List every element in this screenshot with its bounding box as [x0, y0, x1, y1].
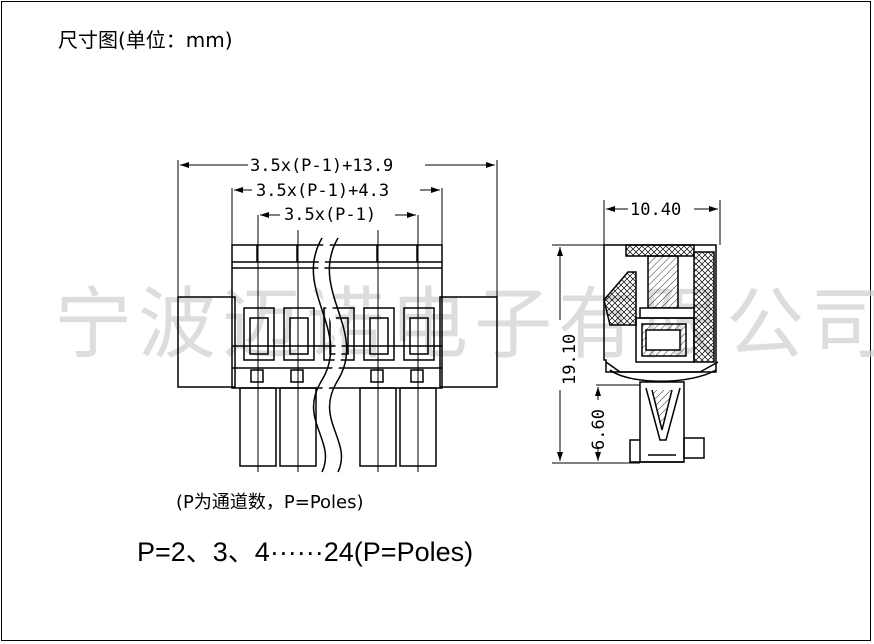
pin-tabs [250, 369, 424, 383]
housing-body [231, 244, 443, 389]
side-view [603, 244, 719, 463]
dim-pitch-width: 3.5x(P-1) [284, 205, 376, 225]
front-view [177, 215, 498, 474]
drawing-title: 尺寸图(单位：mm) [58, 28, 233, 52]
dim-side-width: 10.40 [630, 200, 681, 220]
dim-middle-width: 3.5x(P-1)+4.3 [256, 181, 389, 201]
right-flange [439, 296, 498, 388]
left-flange [177, 296, 236, 388]
company-watermark: 宁波迈诺电子有限公司 [54, 280, 874, 370]
dim-pin-length: 6.60 [589, 409, 609, 450]
poles-note: (P为通道数，P=Poles) [176, 492, 364, 513]
terminal-legs [239, 387, 437, 467]
side-dimensions [552, 200, 721, 464]
top-ribs [256, 245, 418, 262]
dim-side-height: 19.10 [560, 334, 580, 385]
poles-formula: P=2、3、4······24(P=Poles) [137, 537, 474, 567]
front-dimensions [177, 160, 498, 297]
pin-centerlines [257, 215, 419, 472]
dim-overall-width: 3.5x(P-1)+13.9 [250, 156, 393, 176]
break-gap [318, 236, 342, 474]
